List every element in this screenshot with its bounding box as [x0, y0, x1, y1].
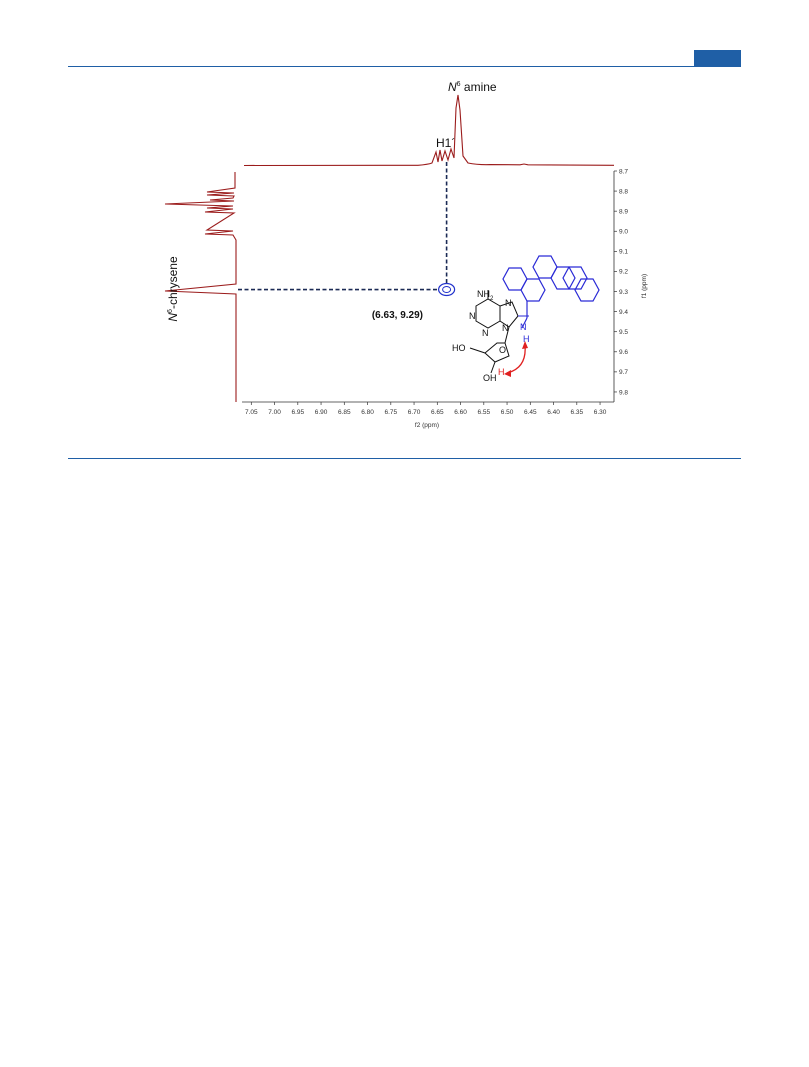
- y-tick-label: 9.3: [619, 289, 628, 296]
- x-axis-ticks: 7.05 7.00 6.95 6.90 6.85 6.80 6.75 6.70 6.65 6.60…: [245, 402, 607, 416]
- f1-projection-trace: [164, 172, 237, 402]
- molecule-structure: N H NH2 N N N N O HO OH H: [452, 255, 600, 383]
- x-tick-label: 6.90: [315, 409, 328, 416]
- x-tick-label: 6.55: [477, 409, 490, 416]
- y-tick-label: 9.4: [619, 309, 628, 316]
- cross-peak-contour: [442, 286, 452, 294]
- n6-chrysene-label: N6-chrysene: [166, 256, 180, 322]
- h1-prime-label: H1´: [436, 136, 455, 150]
- n6-amine-label: N6 amine: [448, 80, 497, 94]
- x-tick-label: 6.50: [501, 409, 514, 416]
- x-tick-label: 7.00: [268, 409, 281, 416]
- footer-rule: [68, 458, 741, 459]
- header-accent-tab: [694, 50, 741, 67]
- x-tick-label: 6.60: [454, 409, 467, 416]
- sugar-o-atom: O: [499, 345, 506, 355]
- purine-ring: [469, 290, 529, 374]
- y-tick-label: 9.0: [619, 229, 628, 236]
- y-tick-label: 9.2: [619, 269, 628, 276]
- purine-n3-atom: N: [482, 328, 489, 338]
- noe-correlation-arrow: [506, 344, 526, 374]
- x-tick-label: 6.30: [594, 409, 607, 416]
- x-tick-label: 7.05: [245, 409, 258, 416]
- x-tick-label: 6.45: [524, 409, 537, 416]
- purine-n7-atom: N: [505, 298, 512, 308]
- noe-arrowhead-top: [522, 341, 528, 349]
- y-tick-label: 9.8: [619, 389, 628, 396]
- x-tick-label: 6.80: [361, 409, 374, 416]
- chrysene-ring-system: [502, 255, 600, 329]
- x-axis-title: f2 (ppm): [415, 422, 439, 429]
- nh2-group: NH2: [477, 289, 494, 302]
- cross-peak-circle: [438, 282, 456, 297]
- x-tick-label: 6.85: [338, 409, 351, 416]
- noe-arrowhead-bottom: [504, 370, 511, 377]
- y-axis-title: f1 (ppm): [641, 274, 648, 298]
- header-rule: [68, 66, 741, 67]
- amine-n-atom: N: [520, 322, 527, 332]
- x-tick-label: 6.70: [408, 409, 421, 416]
- y-tick-label: 9.6: [619, 349, 628, 356]
- cross-peak-marker: [438, 282, 456, 297]
- amine-h-atom: H: [523, 334, 530, 344]
- x-tick-label: 6.35: [570, 409, 583, 416]
- y-tick-label: 9.1: [619, 249, 628, 256]
- x-tick-label: 6.65: [431, 409, 444, 416]
- purine-n9-atom: N: [502, 323, 509, 333]
- y-axis-ticks: 8.7 8.8 8.9 9.0 9.1 9.2 9.3 9.4 9.5 9.6 9.7 9.8: [614, 168, 628, 396]
- y-tick-label: 8.9: [619, 208, 628, 215]
- purine-n1-atom: N: [469, 311, 476, 321]
- y-tick-label: 8.8: [619, 188, 628, 195]
- ho-group: HO: [452, 343, 466, 353]
- x-tick-label: 6.75: [384, 409, 397, 416]
- noesy-figure: 7.05 7.00 6.95 6.90 6.85 6.80 6.75 6.70 6.65 6.60…: [164, 80, 648, 429]
- cross-peak-coordinates: (6.63, 9.29): [372, 310, 423, 321]
- oh-group: OH: [483, 373, 497, 383]
- y-tick-label: 9.7: [619, 369, 628, 376]
- y-tick-label: 9.5: [619, 329, 628, 336]
- h1-prime-atom: H: [498, 367, 505, 377]
- x-tick-label: 6.95: [291, 409, 304, 416]
- y-tick-label: 8.7: [619, 168, 628, 175]
- x-tick-label: 6.40: [547, 409, 560, 416]
- f2-projection-trace: [243, 94, 615, 167]
